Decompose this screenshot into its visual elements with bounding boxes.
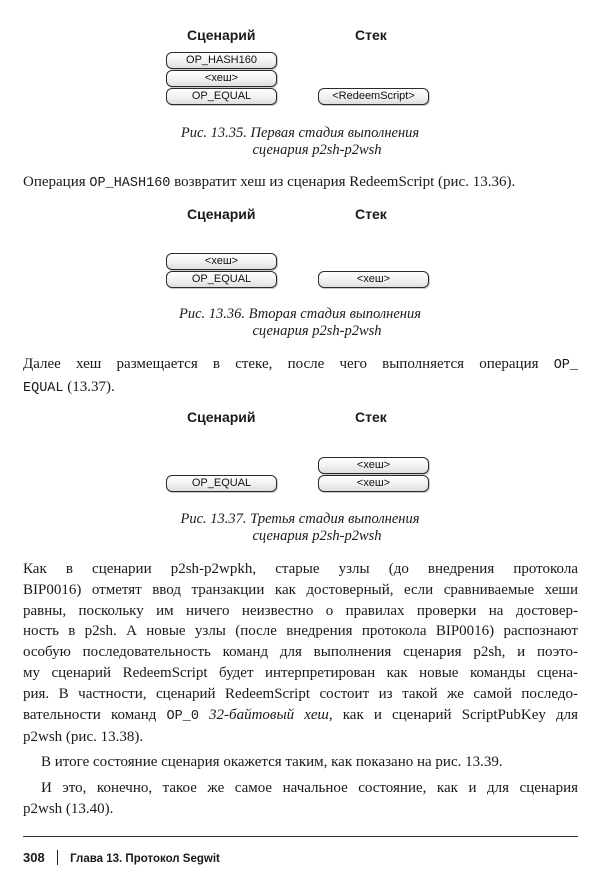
paragraph: Операция OP_HASH160 возвратит хеш из сце… <box>23 172 578 195</box>
stack-column-header: Стек <box>355 409 387 425</box>
text-line: равны, поскольку им ничего неизвестно о … <box>23 602 578 619</box>
chapter-title: Глава 13. Протокол Segwit <box>70 853 220 865</box>
text-line: Как в сценарии p2sh-p2wpkh, старые узлы … <box>23 561 578 577</box>
figure-caption: Рис. 13.37. Третья стадия выполнения <box>180 511 420 527</box>
script-column-header: Сценарий <box>187 206 256 222</box>
text-line: Далее хеш размещается в стеке, после чег… <box>23 356 578 373</box>
page-number: 308 <box>23 850 45 865</box>
text-line: вательности команд OP_0 32-байтовый хеш,… <box>23 706 579 724</box>
figure-caption: сценария p2sh-p2wsh <box>252 528 382 544</box>
text-line: BIP0016) отметят ввод транзакции как дос… <box>23 581 578 598</box>
stack-column-header: Стек <box>355 206 387 222</box>
footer-separator <box>56 850 59 865</box>
text-line: ность в p2sh. А новые узлы (после внедре… <box>23 623 578 640</box>
figure-caption: Рис. 13.35. Первая стадия выполнения <box>180 125 420 141</box>
text-line: p2wsh (13.40). <box>23 800 114 817</box>
script-item: OP_EQUAL <box>166 271 277 288</box>
script-item: <хеш> <box>166 70 277 87</box>
stack-item: <хеш> <box>318 475 429 492</box>
page-footer: 308 Глава 13. Протокол Segwit <box>23 850 220 865</box>
stack-column-header: Стек <box>355 27 387 43</box>
text-line: особую последовательность команд для вып… <box>23 644 578 661</box>
figure-caption: сценария p2sh-p2wsh <box>252 142 382 158</box>
text-line: И это, конечно, такое же самое начальное… <box>41 780 578 796</box>
text-line: рия. В частности, сценарий RedeemScript … <box>23 685 578 702</box>
stack-item: <хеш> <box>318 457 429 474</box>
text-line: p2wsh (рис. 13.38). <box>23 729 144 746</box>
stack-item: <RedeemScript> <box>318 88 429 105</box>
script-column-header: Сценарий <box>187 409 256 425</box>
text-line: EQUAL (13.37). <box>23 378 115 396</box>
text-line: му сценарий RedeemScript будет интерпрет… <box>23 664 578 681</box>
text-line: В итоге состояние сценария окажется таки… <box>41 754 503 770</box>
script-item: OP_EQUAL <box>166 475 277 492</box>
paragraph: Как в сценарии p2sh-p2wpkh, старые узлы … <box>23 559 578 748</box>
paragraph: Далее хеш размещается в стеке, после чег… <box>23 354 578 400</box>
script-item: <хеш> <box>166 253 277 270</box>
footer-divider <box>23 836 578 837</box>
paragraph: В итоге состояние сценария окажется таки… <box>23 752 578 773</box>
script-column-header: Сценарий <box>187 27 256 43</box>
figure-caption: сценария p2sh-p2wsh <box>252 323 382 339</box>
script-item: OP_HASH160 <box>166 52 277 69</box>
figure-caption: Рис. 13.36. Вторая стадия выполнения <box>179 306 421 322</box>
stack-item: <хеш> <box>318 271 429 288</box>
paragraph: И это, конечно, такое же самое начальное… <box>23 778 578 820</box>
text-line: Операция OP_HASH160 возвратит хеш из сце… <box>23 174 516 191</box>
script-item: OP_EQUAL <box>166 88 277 105</box>
